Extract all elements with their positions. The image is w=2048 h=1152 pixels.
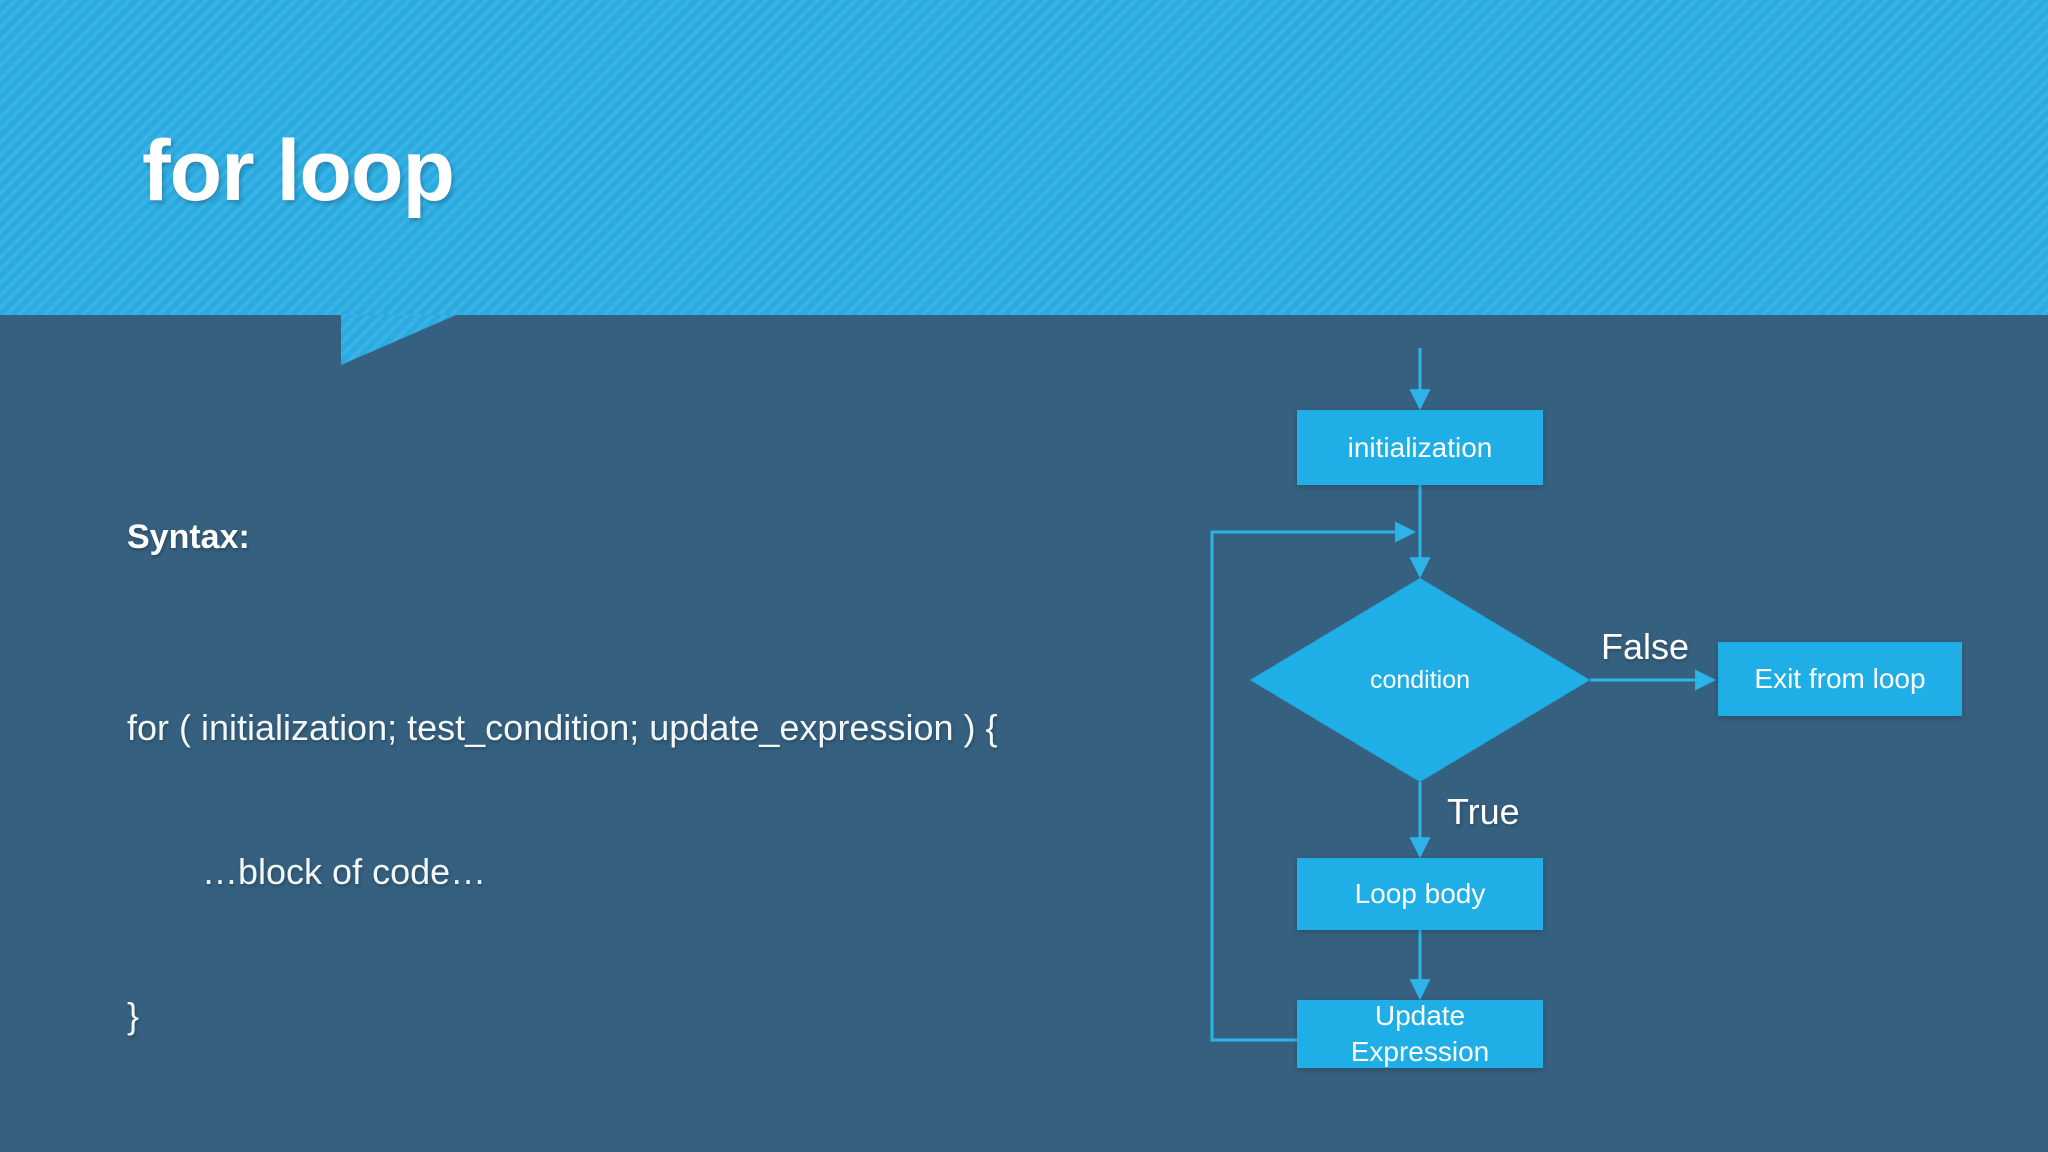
flow-node-initialization[interactable]: initialization — [1297, 410, 1543, 485]
flow-node-initialization-label: initialization — [1347, 431, 1493, 463]
flow-node-loop-body-label: Loop body — [1354, 878, 1486, 909]
edge-label-true: True — [1447, 791, 1520, 832]
code-line-for: for ( initialization; test_condition; up… — [127, 707, 998, 748]
title-band — [0, 0, 2048, 315]
flow-node-exit-from-loop-label: Exit from loop — [1754, 663, 1926, 694]
flow-node-exit-from-loop[interactable]: Exit from loop — [1718, 642, 1962, 716]
flow-node-loop-body[interactable]: Loop body — [1297, 858, 1543, 930]
flow-node-condition[interactable]: condition — [1250, 578, 1590, 782]
edge-label-false: False — [1601, 626, 1690, 667]
update-expression-line-1: Update — [1374, 1000, 1466, 1031]
flow-node-update-expression[interactable]: Update Expression — [1297, 1000, 1543, 1068]
flow-node-condition-label: condition — [1369, 665, 1471, 694]
header-notch-shape — [341, 315, 456, 365]
page-title: for loop — [142, 123, 455, 219]
code-line-close-brace: } — [127, 995, 140, 1036]
edge-update-feedback-to-condition — [1210, 521, 1417, 1042]
code-line-block: …block of code… — [202, 851, 487, 892]
code-block: for ( initialization; test_condition; up… — [127, 608, 998, 1136]
flow-node-update-expression-label: Update Expression — [1351, 998, 1490, 1070]
update-expression-line-2: Expression — [1350, 1036, 1490, 1067]
syntax-label: Syntax: — [127, 518, 250, 556]
